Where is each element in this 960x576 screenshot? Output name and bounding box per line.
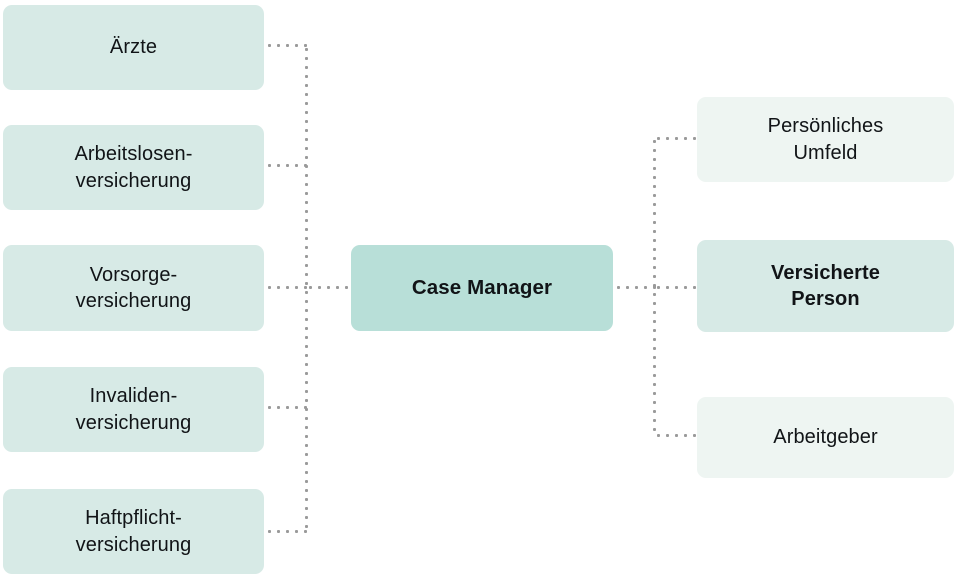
- connector-haftpflicht-to-trunk: [265, 530, 308, 533]
- connector-case-manager-to-right-trunk: [614, 286, 658, 289]
- node-case-manager[interactable]: Case Manager: [351, 245, 613, 331]
- node-label: Vorsorge- versicherung: [75, 263, 192, 312]
- node-aerzte[interactable]: Ärzte: [3, 5, 264, 90]
- node-label: Case Manager: [411, 276, 553, 300]
- node-label: Ärzte: [109, 36, 158, 59]
- connector-trunk-to-persoenliches-umfeld: [654, 137, 697, 140]
- node-label: Versicherte Person: [771, 261, 880, 310]
- connector-invaliden-to-trunk: [265, 406, 308, 409]
- connector-arbeitslosen-to-trunk: [265, 164, 308, 167]
- node-haftpflichtversicherung[interactable]: Haftpflicht- versicherung: [3, 489, 264, 574]
- node-label: Invaliden- versicherung: [75, 385, 192, 434]
- node-invalidenversicherung[interactable]: Invaliden- versicherung: [3, 367, 264, 452]
- node-arbeitgeber[interactable]: Arbeitgeber: [697, 397, 954, 478]
- connector-aerzte-to-trunk: [265, 44, 308, 47]
- node-label: Haftpflicht- versicherung: [75, 507, 192, 556]
- connector-trunk-to-versicherte-person: [654, 286, 697, 289]
- node-versicherte-person[interactable]: Versicherte Person: [697, 240, 954, 332]
- node-persoenliches-umfeld[interactable]: Persönliches Umfeld: [697, 97, 954, 182]
- connector-trunk-to-arbeitgeber: [654, 434, 697, 437]
- connector-left-trunk: [305, 45, 308, 533]
- node-label: Arbeitslosen- versicherung: [74, 143, 193, 192]
- connector-vorsorge-to-trunk: [265, 286, 308, 289]
- node-arbeitslosenversicherung[interactable]: Arbeitslosen- versicherung: [3, 125, 264, 210]
- connector-left-trunk-to-case-manager: [306, 286, 352, 289]
- node-vorsorgeversicherung[interactable]: Vorsorge- versicherung: [3, 245, 264, 331]
- node-label: Persönliches Umfeld: [767, 115, 884, 164]
- node-label: Arbeitgeber: [773, 426, 878, 449]
